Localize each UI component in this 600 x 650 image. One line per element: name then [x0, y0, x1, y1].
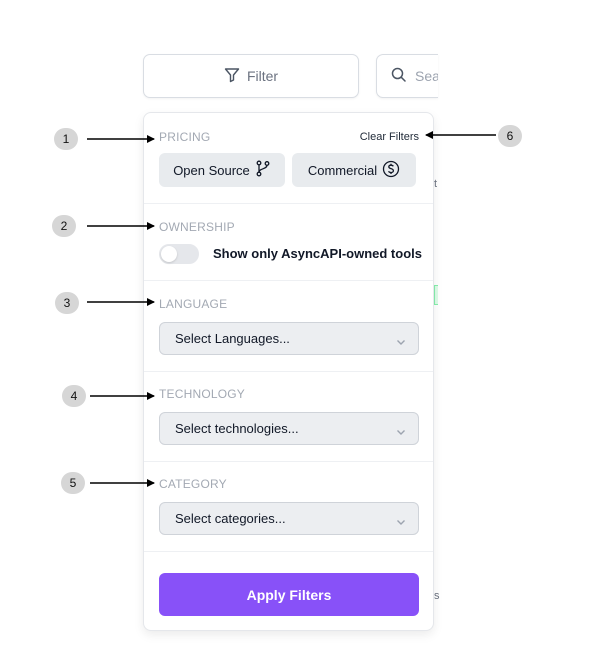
category-select-placeholder: Select categories... — [175, 511, 286, 526]
search-box[interactable] — [376, 54, 438, 98]
pricing-option-label: Commercial — [307, 162, 378, 178]
dollar-circle-icon — [382, 160, 400, 181]
annotation-callout-5: 5 — [61, 472, 85, 494]
technology-section-title: TECHNOLOGY — [159, 387, 246, 401]
annotation-callout-3: 3 — [55, 292, 79, 314]
funnel-icon — [224, 67, 240, 86]
background-text-fragment: t — [434, 178, 438, 190]
annotation-callout-1: 1 — [54, 128, 78, 150]
technology-select-placeholder: Select technologies... — [175, 421, 299, 436]
chevron-down-icon — [396, 514, 406, 529]
category-section-title: CATEGORY — [159, 477, 227, 491]
section-divider — [144, 551, 433, 552]
annotation-callout-6: 6 — [498, 125, 522, 147]
background-badge-fragment — [434, 285, 438, 305]
section-divider — [144, 371, 433, 372]
language-select[interactable]: Select Languages... — [159, 322, 419, 355]
filter-panel: PRICING Clear Filters Open Source Commer… — [143, 112, 434, 631]
chevron-down-icon — [396, 424, 406, 439]
section-divider — [144, 203, 433, 204]
annotation-callout-2: 2 — [52, 215, 76, 237]
search-icon — [391, 67, 406, 85]
filter-button-label: Filter — [246, 68, 279, 84]
search-input[interactable] — [415, 68, 438, 84]
pricing-option-label: Open Source — [173, 162, 250, 178]
git-branch-icon — [255, 160, 271, 180]
background-text-fragment: s — [434, 590, 440, 602]
asyncapi-owned-toggle-label: Show only AsyncAPI-owned tools — [213, 246, 422, 261]
asyncapi-owned-toggle[interactable] — [159, 244, 199, 264]
filter-button[interactable]: Filter — [143, 54, 359, 98]
language-select-placeholder: Select Languages... — [175, 331, 290, 346]
open-source-option[interactable]: Open Source — [159, 153, 285, 187]
annotation-callout-4: 4 — [62, 385, 86, 407]
category-select[interactable]: Select categories... — [159, 502, 419, 535]
toggle-knob — [161, 246, 177, 262]
language-section-title: LANGUAGE — [159, 297, 228, 311]
pricing-section-title: PRICING — [159, 130, 211, 144]
section-divider — [144, 461, 433, 462]
chevron-down-icon — [396, 334, 406, 349]
technology-select[interactable]: Select technologies... — [159, 412, 419, 445]
apply-filters-button[interactable]: Apply Filters — [159, 573, 419, 616]
ownership-section-title: OWNERSHIP — [159, 220, 235, 234]
section-divider — [144, 280, 433, 281]
clear-filters-link[interactable]: Clear Filters — [359, 131, 419, 143]
commercial-option[interactable]: Commercial — [292, 153, 416, 187]
